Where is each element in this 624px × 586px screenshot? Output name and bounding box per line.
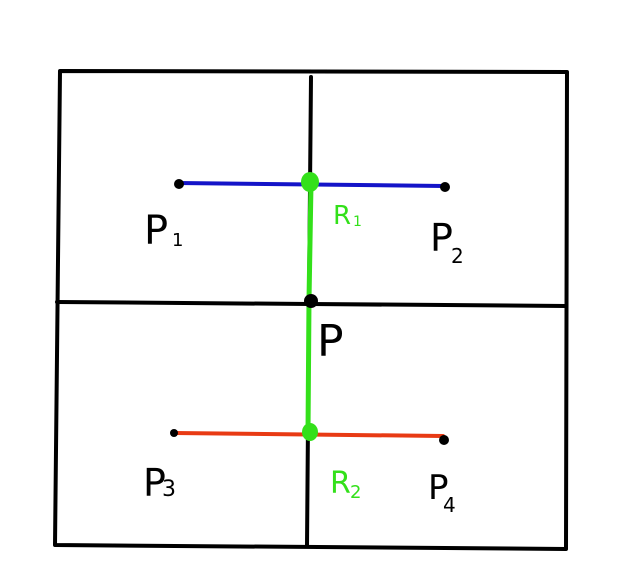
outer-square — [53, 69, 569, 551]
label-r2: R 2 — [330, 466, 361, 503]
interpolation-segment-r1-r2 — [305, 181, 314, 436]
label-p4-letter: P — [428, 468, 449, 508]
point-r1-dot — [301, 172, 319, 192]
point-p1-dot — [174, 179, 184, 189]
label-p4-sub: 4 — [443, 493, 456, 517]
point-p2-dot — [440, 182, 450, 192]
point-p-dot — [304, 294, 318, 308]
label-p2-sub: 2 — [451, 244, 464, 268]
label-p-letter: P — [317, 316, 344, 367]
label-p2: P 2 — [430, 216, 464, 268]
label-p3-sub: 3 — [162, 477, 176, 502]
point-p4-dot — [439, 435, 449, 445]
label-r1-letter: R — [333, 201, 351, 231]
label-p: P — [317, 316, 344, 367]
label-p3-letter: P — [143, 461, 166, 505]
label-p4: P 4 — [428, 468, 456, 517]
point-r2-dot — [302, 423, 318, 441]
label-p2-letter: P — [430, 216, 453, 260]
label-p3: P 3 — [143, 461, 176, 505]
label-p1-sub: 1 — [172, 230, 183, 251]
label-p1-letter: P — [144, 208, 168, 254]
label-r2-letter: R — [330, 466, 351, 501]
label-r1-sub: 1 — [353, 214, 362, 230]
label-p1: P 1 — [144, 208, 183, 254]
label-r2-sub: 2 — [350, 482, 361, 503]
point-p3-dot — [170, 429, 178, 437]
label-r1: R 1 — [333, 201, 362, 231]
